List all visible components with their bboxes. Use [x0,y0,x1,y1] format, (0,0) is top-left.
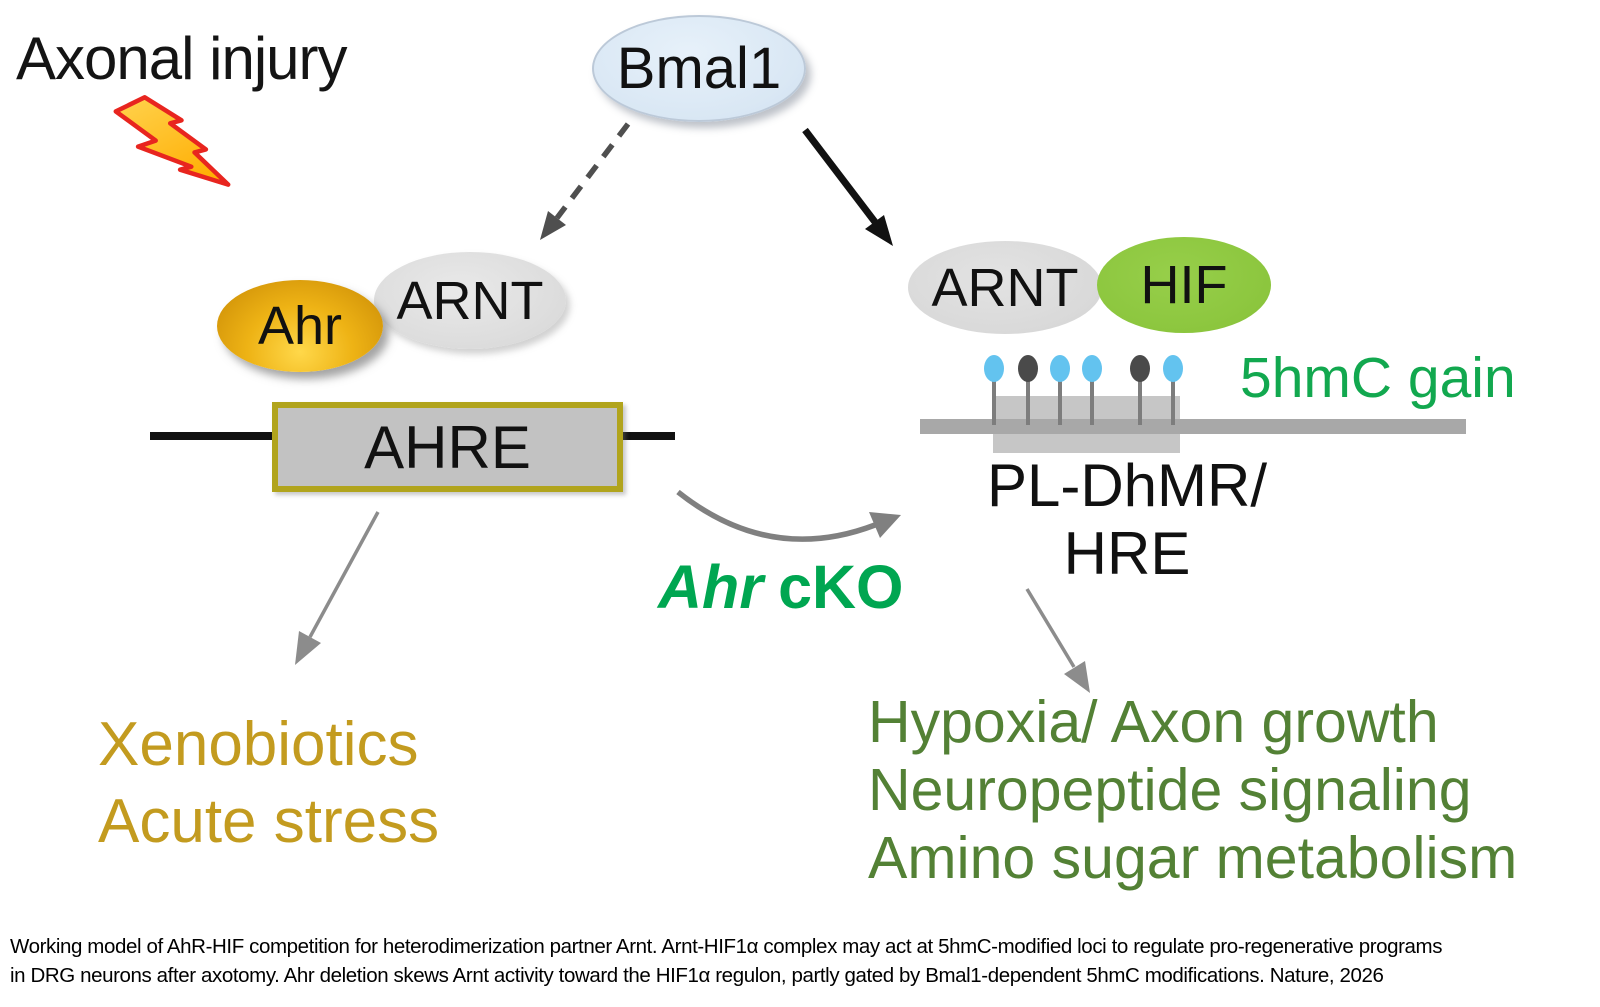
bmal1-label: Bmal1 [616,36,782,101]
ahr-cko-suffix: cKO [778,553,904,621]
methylation-mark-icon [1163,355,1183,425]
methylation-mark-icon [1050,355,1070,425]
arnt-left-label: ARNT [396,270,544,331]
figure-caption: Working model of AhR-HIF competition for… [10,932,1594,990]
hif-label: HIF [1140,255,1228,315]
locus-name-label: PL-DhMR/ HRE [957,452,1297,588]
methylation-mark-icon [984,355,1004,425]
axonal-injury-label: Axonal injury [16,25,348,92]
ahre-dna-line-right [623,432,675,440]
caption-line-1: Working model of AhR-HIF competition for… [10,935,1443,958]
dna-bar [920,419,1466,434]
hre-label: HRE [1063,520,1191,587]
ahr-label: Ahr [257,296,343,356]
ahre-to-xenobiotics-arrow [295,511,380,665]
arnt-right-label: ARNT [931,257,1079,318]
bmal1-node: Bmal1 [592,15,806,122]
methylation-mark-icon [1082,355,1102,425]
regeneration-programs: Hypoxia/ Axon growth Neuropeptide signal… [868,688,1517,892]
ahr-cko-gene: Ahr [658,553,764,621]
outcome-amino-sugar-metabolism: Amino sugar metabolism [868,825,1518,891]
ahre-dna-line-left [150,432,272,440]
ahre-element-box: AHRE [272,402,623,492]
pl-dhmr-label: PL-DhMR/ [986,452,1268,519]
acute-stress-label: Acute stress [98,787,440,856]
bmal1-to-arnt-dashed-arrow [540,122,631,240]
outcome-hypoxia-axon-growth: Hypoxia/ Axon growth [868,689,1439,755]
ahre-target-genes: Xenobiotics Acute stress [98,706,439,860]
arnt-right-node: ARNT [908,241,1102,334]
caption-line-2: in DRG neurons after axotomy. Ahr deleti… [10,964,1384,987]
hif-node: HIF [1097,237,1271,333]
hre-to-outcomes-arrow [1025,588,1090,693]
ahr-node: Ahr [217,280,383,372]
ahre-label: AHRE [364,413,531,481]
bmal1-to-arnt-hif-arrow [802,127,893,246]
methylation-mark-icon [1130,355,1150,425]
methylation-mark-icon [1018,355,1038,425]
arnt-left-node: ARNT [374,252,566,349]
ahr-cko-curved-arrow [676,489,901,542]
xenobiotics-label: Xenobiotics [98,710,419,779]
lightning-bolt-icon [113,95,231,187]
outcome-neuropeptide-signaling: Neuropeptide signaling [868,757,1472,823]
5hmc-gain-label: 5hmC gain [1240,346,1516,410]
